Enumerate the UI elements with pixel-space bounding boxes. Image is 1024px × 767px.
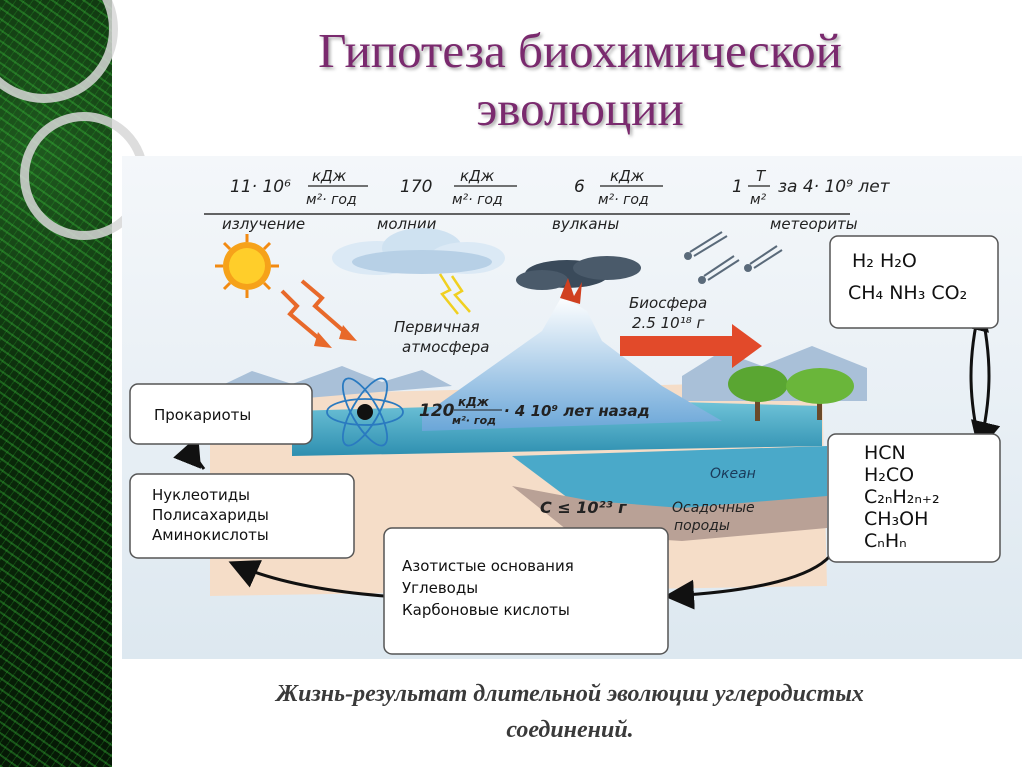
title-line: эволюции	[476, 81, 684, 136]
organic-compound: HCN	[864, 442, 906, 464]
bases-line: Углеводы	[402, 579, 478, 597]
nuclear-energy-unit-numerator: кДж	[458, 395, 490, 409]
energy-unit-denominator: м²· год	[598, 192, 649, 208]
biosphere-mass: 2.5 10¹⁸ г	[632, 314, 705, 332]
energy-source-label: излучение	[222, 215, 305, 233]
bases-box: Азотистые основания Углеводы Карбоновые …	[383, 527, 669, 655]
carbon-amount: C ≤ 10²³ г	[540, 498, 627, 517]
energy-unit-numerator: кДж	[460, 167, 495, 185]
atmosphere-label: атмосфера	[402, 338, 489, 356]
organics-box: HCN H₂CO C₂ₙH₂ₙ₊₂ CH₃OH CₙHₙ	[827, 433, 1001, 563]
trees	[728, 366, 854, 421]
energy-source: 6 кДж м²· год вулканы	[552, 167, 663, 233]
solar-radiation-arrows	[280, 279, 349, 343]
energy-unit-numerator: Т	[756, 167, 767, 185]
sun-icon	[215, 234, 279, 298]
polymers-line: Полисахариды	[152, 506, 269, 524]
sediment-label: Осадочные	[672, 500, 755, 516]
nuclear-energy-suffix: · 4 10⁹ лет назад	[504, 402, 650, 420]
energy-value: 1	[732, 177, 743, 197]
ocean-label: Океан	[710, 466, 756, 482]
organic-compound: C₂ₙH₂ₙ₊₂	[864, 486, 940, 508]
bases-line: Азотистые основания	[402, 557, 574, 575]
caption-line: Жизнь-результат длительной эволюции угле…	[276, 681, 864, 707]
gases-line: H₂ H₂O	[852, 250, 917, 272]
atmosphere-label: Первичная	[394, 318, 480, 336]
bases-line: Карбоновые кислоты	[402, 601, 570, 619]
atom-icon	[326, 377, 404, 447]
prokaryotes-label: Прокариоты	[154, 406, 251, 424]
energy-unit-numerator: кДж	[610, 167, 645, 185]
polymers-box: Нуклеотиды Полисахариды Аминокислоты	[129, 473, 355, 559]
slide-title: Гипотеза биохимической эволюции	[170, 22, 990, 138]
title-line: Гипотеза биохимической	[318, 23, 842, 78]
meteorite-icon	[684, 231, 783, 284]
arrow-head	[314, 332, 332, 348]
volcano-eruption	[560, 278, 582, 304]
energy-source-label: метеориты	[770, 215, 858, 233]
energy-source-label: вулканы	[552, 215, 619, 233]
energy-unit-denominator: м²	[750, 192, 767, 208]
cycle-arrow	[228, 560, 385, 598]
biosphere-label: Биосфера	[629, 294, 707, 312]
caption-line: соединений.	[506, 717, 634, 743]
polymers-line: Аминокислоты	[152, 526, 269, 544]
polymers-line: Нуклеотиды	[152, 486, 250, 504]
organic-compound: CₙHₙ	[864, 530, 907, 552]
energy-unit-denominator: м²· год	[306, 192, 357, 208]
cloud-icon	[332, 228, 505, 275]
energy-source: 1 Т м² за 4· 10⁹ лет метеориты	[732, 167, 891, 233]
energy-unit-numerator: кДж	[312, 167, 347, 185]
organic-compound: H₂CO	[864, 464, 914, 486]
energy-value: 6	[574, 177, 585, 197]
decorative-ring	[0, 0, 118, 103]
ocean	[512, 446, 827, 511]
nuclear-energy-unit-denominator: м²· год	[452, 414, 496, 427]
biosphere-arrow	[620, 324, 762, 368]
gases-box: H₂ H₂O CH₄ NH₃ CO₂	[829, 235, 999, 329]
gases-line: CH₄ NH₃ CO₂	[848, 282, 967, 304]
sediment-label: породы	[674, 518, 730, 534]
energy-source: 11· 10⁶ кДж м²· год излучение	[222, 167, 368, 233]
volcano	[422, 296, 722, 431]
slide-caption: Жизнь-результат длительной эволюции угле…	[140, 676, 1000, 748]
energy-unit-denominator: м²· год	[452, 192, 503, 208]
energy-value: 11· 10⁶	[230, 177, 291, 197]
prokaryotes-box: Прокариоты	[129, 383, 313, 445]
energy-value: 170	[400, 177, 432, 197]
volcano-smoke	[516, 256, 641, 290]
organic-compound: CH₃OH	[864, 508, 928, 530]
arrow-head	[339, 325, 357, 341]
lightning-icon	[438, 273, 471, 315]
nuclear-energy-value: 120	[419, 401, 455, 421]
cycle-arrow	[664, 554, 832, 610]
biochemical-evolution-diagram: 11· 10⁶ кДж м²· год излучение 170 кДж м²…	[122, 156, 1022, 659]
energy-suffix: за 4· 10⁹ лет	[778, 177, 891, 197]
